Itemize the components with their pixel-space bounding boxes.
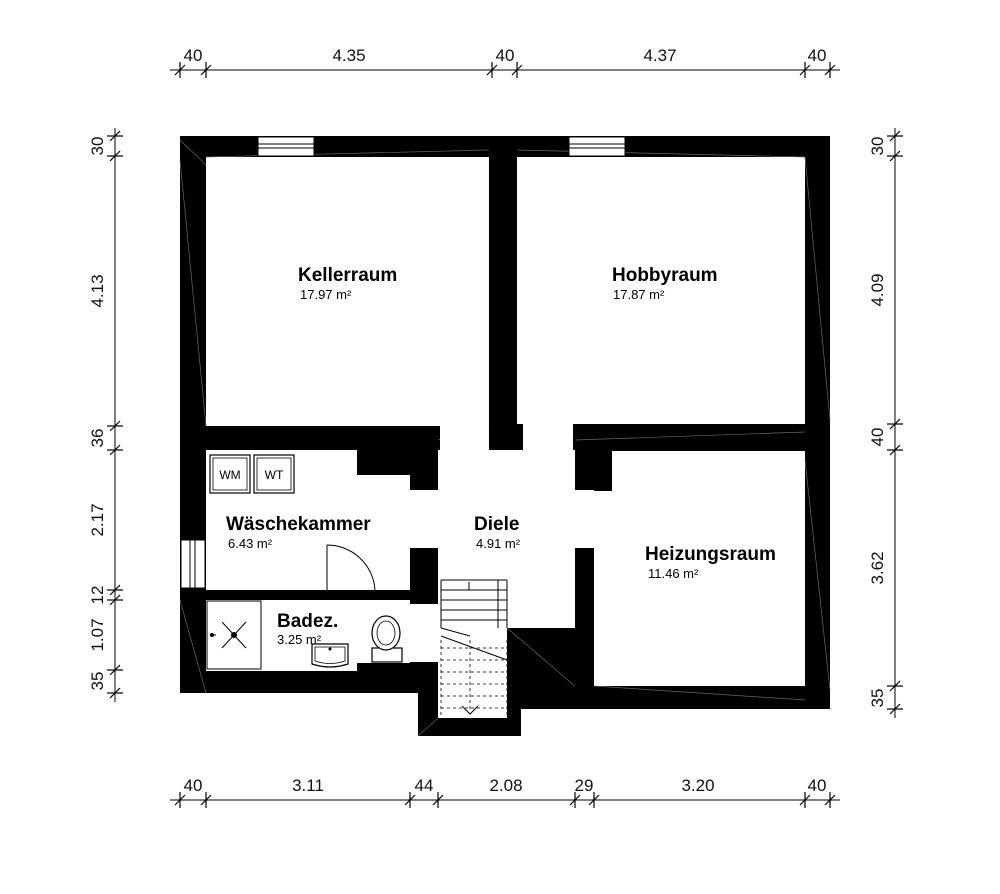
- dryer-icon: WT: [253, 454, 295, 494]
- wall-hatch-lines: [179, 139, 831, 737]
- dim-right-4: 35: [868, 689, 887, 708]
- staircase-icon: [440, 579, 508, 716]
- room-area-kellerraum: 17.97 m²: [300, 287, 352, 302]
- washbasin-icon: [311, 643, 349, 668]
- room-name-waeschekammer: Wäschekammer: [226, 514, 371, 535]
- dim-top-2: 40: [496, 46, 515, 65]
- dim-top-3: 4.37: [643, 46, 676, 65]
- walls: [180, 136, 830, 736]
- window-icon: [180, 136, 626, 589]
- dim-bottom-4: 29: [575, 776, 594, 795]
- room-area-heizungsraum: 11.46 m²: [648, 566, 699, 581]
- dim-bottom-0: 40: [184, 776, 203, 795]
- dim-bottom-2: 44: [415, 776, 434, 795]
- room-name-hobbyraum: Hobbyraum: [612, 265, 718, 286]
- dim-top-0: 40: [184, 46, 203, 65]
- wt-label: WT: [265, 468, 284, 482]
- room-name-heizungsraum: Heizungsraum: [645, 544, 776, 565]
- door-swing-icon: [326, 544, 376, 591]
- dim-left-6: 35: [88, 672, 107, 691]
- room-area-hobbyraum: 17.87 m²: [613, 287, 665, 302]
- washing-machine-icon: WM: [209, 454, 251, 494]
- dim-bottom-3: 2.08: [489, 776, 522, 795]
- dim-bottom-6: 40: [808, 776, 827, 795]
- dimension-lines: [107, 62, 903, 808]
- room-name-badez: Badez.: [277, 611, 338, 632]
- dim-bottom-1: 3.11: [292, 776, 324, 795]
- dim-left-2: 36: [88, 429, 107, 448]
- room-name-diele: Diele: [474, 514, 519, 535]
- dim-top-1: 4.35: [332, 46, 365, 65]
- room-area-badez: 3.25 m²: [277, 632, 322, 647]
- dim-left-4: 12: [88, 586, 107, 605]
- dim-right-3: 3.62: [868, 551, 887, 584]
- shower-icon: [206, 600, 262, 670]
- dim-left-5: 1.07: [88, 618, 107, 651]
- dim-top-4: 40: [808, 46, 827, 65]
- dim-bottom-5: 3.20: [681, 776, 714, 795]
- dim-right-0: 30: [868, 137, 887, 156]
- room-area-diele: 4.91 m²: [476, 536, 521, 551]
- dim-left-1: 4.13: [88, 274, 107, 307]
- openings: [408, 424, 594, 662]
- dim-left-0: 30: [88, 137, 107, 156]
- room-name-kellerraum: Kellerraum: [298, 265, 397, 286]
- dim-left-3: 2.17: [88, 503, 107, 536]
- wm-label: WM: [219, 468, 240, 482]
- room-area-waeschekammer: 6.43 m²: [228, 536, 273, 551]
- toilet-icon: [371, 615, 403, 663]
- dimension-labels: 40 4.35 40 4.37 40 40 3.11 44 2.08 29 3.…: [88, 46, 887, 795]
- dim-right-1: 4.09: [868, 273, 887, 306]
- room-labels: Kellerraum 17.97 m² Hobbyraum 17.87 m² W…: [226, 265, 776, 647]
- dim-right-2: 40: [868, 428, 887, 447]
